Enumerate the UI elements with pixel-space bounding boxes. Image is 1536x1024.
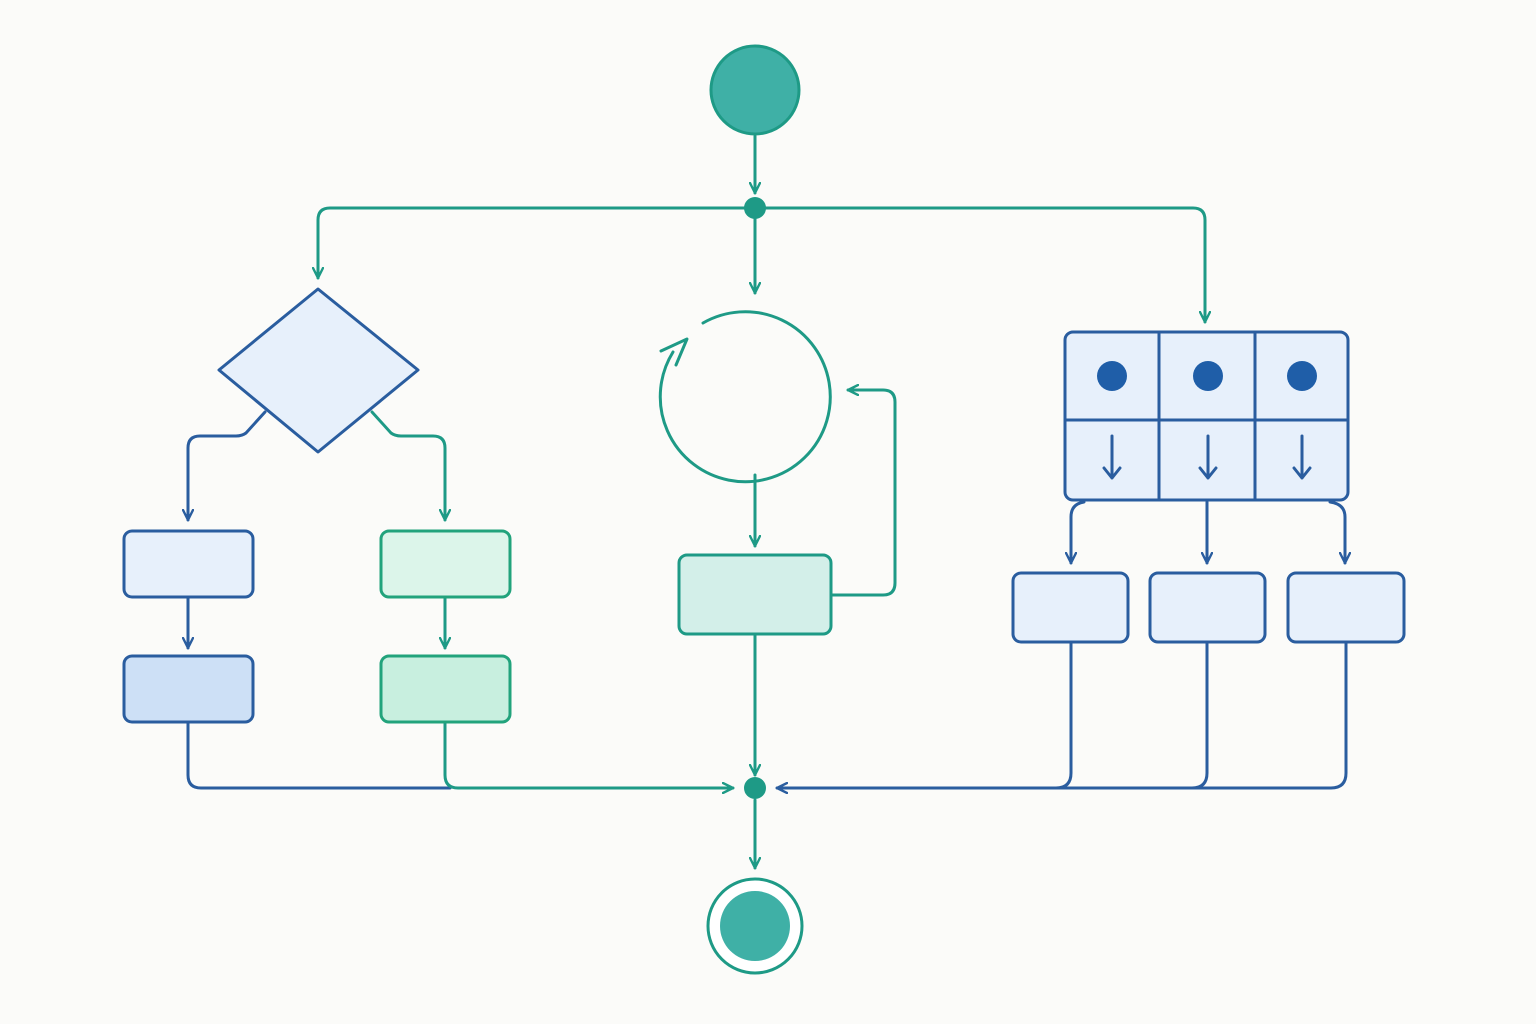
final-node-core [720,891,790,961]
loop-arrowhead-icon [659,337,689,367]
right-action-box-2 [379,654,512,724]
parallel-grid [1063,330,1350,502]
left-action-box-2 [122,654,255,724]
fork-junction [744,197,766,219]
down-arrow-icon [1198,434,1218,480]
down-arrow-icon [1292,434,1312,480]
edge-fork-decision [318,206,757,280]
edge-decision-left-action-1 [188,410,267,522]
edge-fork-parallel-grid [753,206,1205,324]
edge-parallel-action-1-merge [1054,640,1073,790]
edge-right-action-2-merge [443,720,735,788]
loop-cycle [658,310,832,484]
loop-arc [658,310,832,484]
parallel-action-box-3 [1286,571,1406,644]
edge-grid-parallel-action-3 [1328,500,1345,565]
connectors [186,134,1348,870]
edge-decision-right-action-1 [370,410,445,522]
edge-parallel-action-3-merge [775,640,1348,788]
edge-grid-parallel-action-1 [1071,500,1086,565]
edge-parallel-action-2-merge [1190,640,1209,790]
edge-loop-action-loop [829,390,897,597]
start-node [709,44,801,136]
merge-junction [744,777,766,799]
right-action-box-1 [379,529,512,599]
parallel-grid-frame [1063,330,1350,502]
token-dot-icon [1193,361,1223,391]
loop-action-box [677,553,833,636]
parallel-action-box-1 [1011,571,1130,644]
token-dot-icon [1097,361,1127,391]
left-action-box-1 [122,529,255,599]
decision-diamond [217,287,420,454]
edge-left-action-2-merge [186,720,452,790]
down-arrow-icon [1102,434,1122,480]
token-dot-icon [1287,361,1317,391]
parallel-action-box-2 [1148,571,1267,644]
final-node [706,877,804,975]
